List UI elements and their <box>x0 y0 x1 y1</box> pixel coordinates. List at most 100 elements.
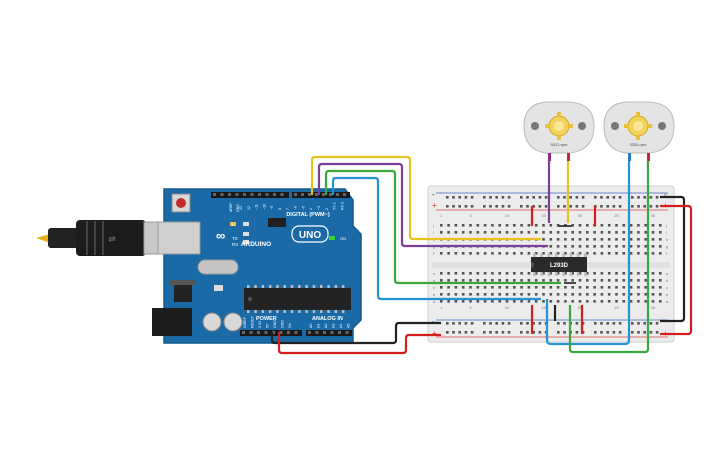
breadboard-rail-hole[interactable] <box>464 205 468 208</box>
breadboard-hole[interactable] <box>571 300 574 303</box>
breadboard-hole[interactable] <box>607 245 611 248</box>
breadboard-rail-hole[interactable] <box>581 205 585 208</box>
breadboard-hole[interactable] <box>651 245 655 248</box>
breadboard-rail-hole[interactable] <box>520 331 523 334</box>
header-pin[interactable] <box>280 193 284 196</box>
breadboard-hole[interactable] <box>637 224 640 227</box>
breadboard-hole[interactable] <box>659 252 662 255</box>
breadboard-hole[interactable] <box>483 272 487 275</box>
breadboard-rail-hole[interactable] <box>631 196 634 199</box>
header-pin[interactable] <box>323 331 326 334</box>
header-pin[interactable] <box>213 193 216 196</box>
breadboard-hole[interactable] <box>571 293 574 296</box>
breadboard-rail-hole[interactable] <box>452 322 455 325</box>
breadboard-hole[interactable] <box>578 293 582 296</box>
breadboard-hole[interactable] <box>454 300 458 303</box>
breadboard-hole[interactable] <box>440 231 443 234</box>
breadboard-hole[interactable] <box>491 252 494 255</box>
breadboard-hole[interactable] <box>476 293 480 296</box>
breadboard-rail-hole[interactable] <box>655 205 659 208</box>
breadboard-hole[interactable] <box>600 224 604 227</box>
breadboard-hole[interactable] <box>440 252 443 255</box>
breadboard-hole[interactable] <box>527 272 531 275</box>
breadboard-hole[interactable] <box>600 293 604 296</box>
breadboard-hole[interactable] <box>571 238 574 241</box>
breadboard-hole[interactable] <box>469 279 472 282</box>
breadboard-hole[interactable] <box>491 279 494 282</box>
breadboard-hole[interactable] <box>651 252 655 255</box>
breadboard-hole[interactable] <box>505 286 509 289</box>
breadboard-hole[interactable] <box>461 224 465 227</box>
breadboard-hole[interactable] <box>607 252 611 255</box>
breadboard-hole[interactable] <box>578 231 582 234</box>
breadboard-hole[interactable] <box>564 272 567 275</box>
breadboard-hole[interactable] <box>622 272 626 275</box>
breadboard-hole[interactable] <box>549 245 553 248</box>
breadboard-hole[interactable] <box>542 300 545 303</box>
breadboard-hole[interactable] <box>593 231 596 234</box>
breadboard-rail-hole[interactable] <box>643 331 646 334</box>
breadboard-hole[interactable] <box>629 224 633 227</box>
breadboard-hole[interactable] <box>586 272 589 275</box>
breadboard-hole[interactable] <box>454 231 458 234</box>
breadboard-hole[interactable] <box>586 252 589 255</box>
breadboard-hole[interactable] <box>549 252 553 255</box>
breadboard-hole[interactable] <box>651 300 655 303</box>
breadboard-hole[interactable] <box>593 272 596 275</box>
breadboard-rail-hole[interactable] <box>631 205 634 208</box>
breadboard-hole[interactable] <box>556 252 560 255</box>
breadboard-hole[interactable] <box>571 245 574 248</box>
breadboard-hole[interactable] <box>564 300 567 303</box>
breadboard-hole[interactable] <box>440 272 443 275</box>
breadboard-rail-hole[interactable] <box>544 196 548 199</box>
breadboard-hole[interactable] <box>440 279 443 282</box>
breadboard-hole[interactable] <box>534 286 538 289</box>
breadboard-hole[interactable] <box>586 293 589 296</box>
breadboard-hole[interactable] <box>564 279 567 282</box>
breadboard-hole[interactable] <box>491 300 494 303</box>
breadboard-rail-hole[interactable] <box>532 196 535 199</box>
breadboard-hole[interactable] <box>615 224 618 227</box>
breadboard-hole[interactable] <box>534 224 538 227</box>
breadboard-hole[interactable] <box>498 286 501 289</box>
breadboard-hole[interactable] <box>615 252 618 255</box>
breadboard-hole[interactable] <box>578 286 582 289</box>
breadboard-hole[interactable] <box>483 293 487 296</box>
breadboard-hole[interactable] <box>629 293 633 296</box>
breadboard-hole[interactable] <box>622 245 626 248</box>
breadboard-hole[interactable] <box>651 279 655 282</box>
header-pin[interactable] <box>249 331 253 334</box>
breadboard-rail-hole[interactable] <box>489 196 492 199</box>
breadboard-hole[interactable] <box>440 224 443 227</box>
breadboard-hole[interactable] <box>498 272 501 275</box>
breadboard-hole[interactable] <box>454 252 458 255</box>
breadboard-hole[interactable] <box>629 238 633 241</box>
breadboard-rail-hole[interactable] <box>483 322 486 325</box>
breadboard-rail-hole[interactable] <box>581 196 585 199</box>
breadboard-hole[interactable] <box>644 252 647 255</box>
breadboard-hole[interactable] <box>505 231 509 234</box>
breadboard-hole[interactable] <box>615 238 618 241</box>
header-pin[interactable] <box>336 193 339 196</box>
breadboard-hole[interactable] <box>600 272 604 275</box>
breadboard-rail-hole[interactable] <box>618 322 622 325</box>
breadboard-hole[interactable] <box>498 224 501 227</box>
breadboard-rail-hole[interactable] <box>594 331 597 334</box>
breadboard-hole[interactable] <box>491 272 494 275</box>
breadboard-hole[interactable] <box>659 245 662 248</box>
breadboard-hole[interactable] <box>651 293 655 296</box>
breadboard-rail-hole[interactable] <box>532 322 535 325</box>
breadboard-rail-hole[interactable] <box>606 196 609 199</box>
header-pin[interactable] <box>273 193 276 196</box>
breadboard-rail-hole[interactable] <box>600 331 603 334</box>
breadboard-hole[interactable] <box>461 300 465 303</box>
breadboard-hole[interactable] <box>527 300 531 303</box>
breadboard-hole[interactable] <box>659 279 662 282</box>
breadboard-hole[interactable] <box>520 300 523 303</box>
breadboard-hole[interactable] <box>440 286 443 289</box>
breadboard-rail-hole[interactable] <box>618 205 622 208</box>
breadboard-hole[interactable] <box>491 293 494 296</box>
breadboard-hole[interactable] <box>461 293 465 296</box>
breadboard-hole[interactable] <box>659 238 662 241</box>
breadboard-rail-hole[interactable] <box>458 331 461 334</box>
